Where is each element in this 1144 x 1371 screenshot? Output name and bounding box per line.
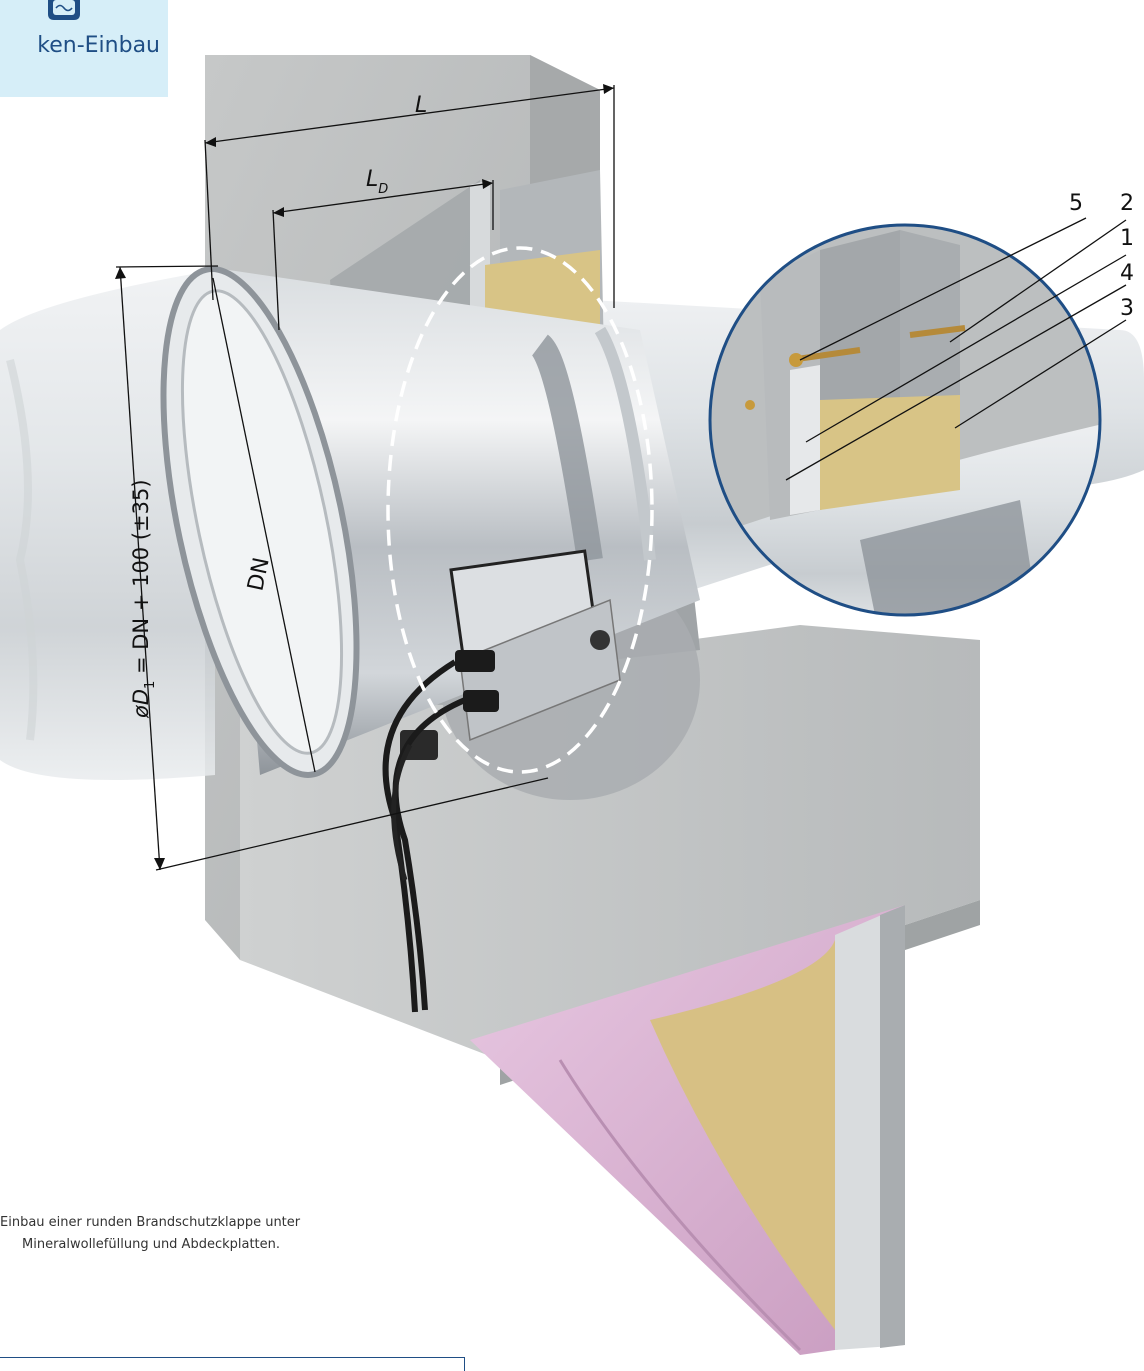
- installation-badge: ken-Einbau: [0, 0, 168, 97]
- badge-label: ken-Einbau: [37, 33, 160, 58]
- callout-1: 1: [1120, 226, 1134, 251]
- callout-4: 4: [1120, 261, 1134, 286]
- figure-caption: Einbau einer runden Brandschutzklappe un…: [0, 1212, 360, 1256]
- damper-length-label: LD: [366, 167, 388, 197]
- callout-2: 2: [1120, 191, 1134, 216]
- diameter-label: øD1 = DN + 100 (±35): [129, 479, 158, 719]
- dimension-lines: [115, 87, 615, 871]
- drywall-section: [470, 905, 905, 1355]
- fire-damper: [160, 266, 700, 778]
- callout-5: 5: [1069, 191, 1083, 216]
- callout-leaders: [785, 217, 1127, 481]
- caption-line-1: Einbau einer runden Brandschutzklappe un…: [0, 1215, 301, 1230]
- actuator: [382, 549, 621, 1013]
- length-label: L: [415, 93, 427, 118]
- footer-box: [0, 1357, 465, 1371]
- detail-outline: [386, 246, 654, 774]
- callout-3: 3: [1120, 296, 1134, 321]
- damper-icon: [48, 0, 80, 20]
- dimension-arrows: [115, 84, 614, 870]
- callout-numbers: 5 2 1 4 3: [1069, 191, 1134, 321]
- caption-line-2: Mineralwollefüllung und Abdeckplatten.: [22, 1237, 281, 1252]
